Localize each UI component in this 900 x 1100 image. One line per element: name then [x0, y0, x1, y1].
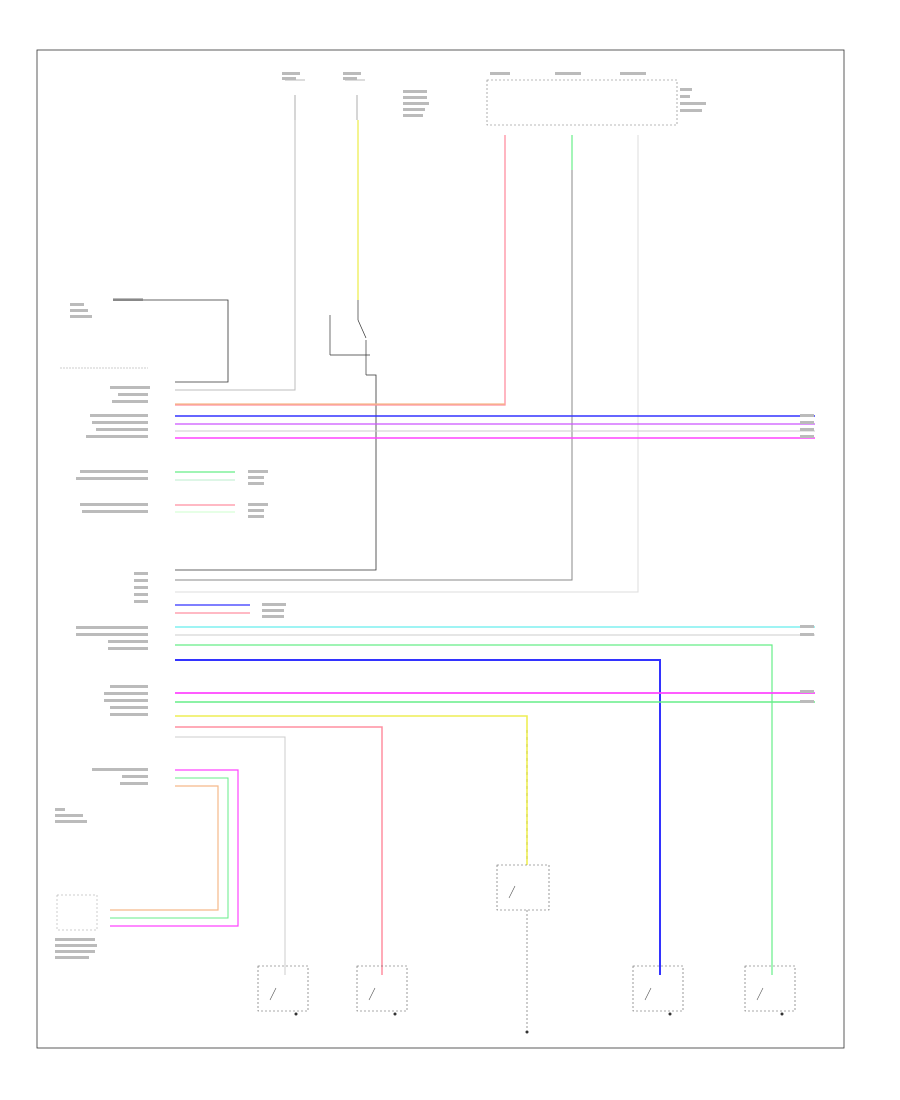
diagram-border — [36, 49, 845, 1049]
sensor-box-3 — [632, 965, 684, 1012]
wire-green-right — [175, 644, 773, 975]
label-blocks — [282, 72, 706, 117]
wire-blue-right — [175, 659, 661, 975]
top-left-sensor — [70, 298, 229, 383]
sensor-box-2 — [356, 965, 408, 1012]
bcm-connector-labels — [55, 386, 150, 959]
wire-feed-light — [175, 135, 639, 593]
wire-gray-rear — [175, 736, 286, 975]
wire-pink-front — [175, 726, 383, 975]
connector-icon — [800, 414, 814, 703]
sensor-box-center — [496, 864, 550, 1030]
sensor-box-1 — [257, 965, 309, 1012]
ignition-switch — [329, 300, 370, 375]
sensor-box-4 — [744, 965, 796, 1012]
ground-icon — [294, 1012, 784, 1034]
power-source-left — [285, 79, 678, 126]
wire-feed-gray-2 — [175, 135, 573, 581]
wire-ign-out — [175, 374, 377, 571]
wire-feed-pink — [175, 135, 506, 406]
wire-feed-gray — [175, 120, 296, 391]
